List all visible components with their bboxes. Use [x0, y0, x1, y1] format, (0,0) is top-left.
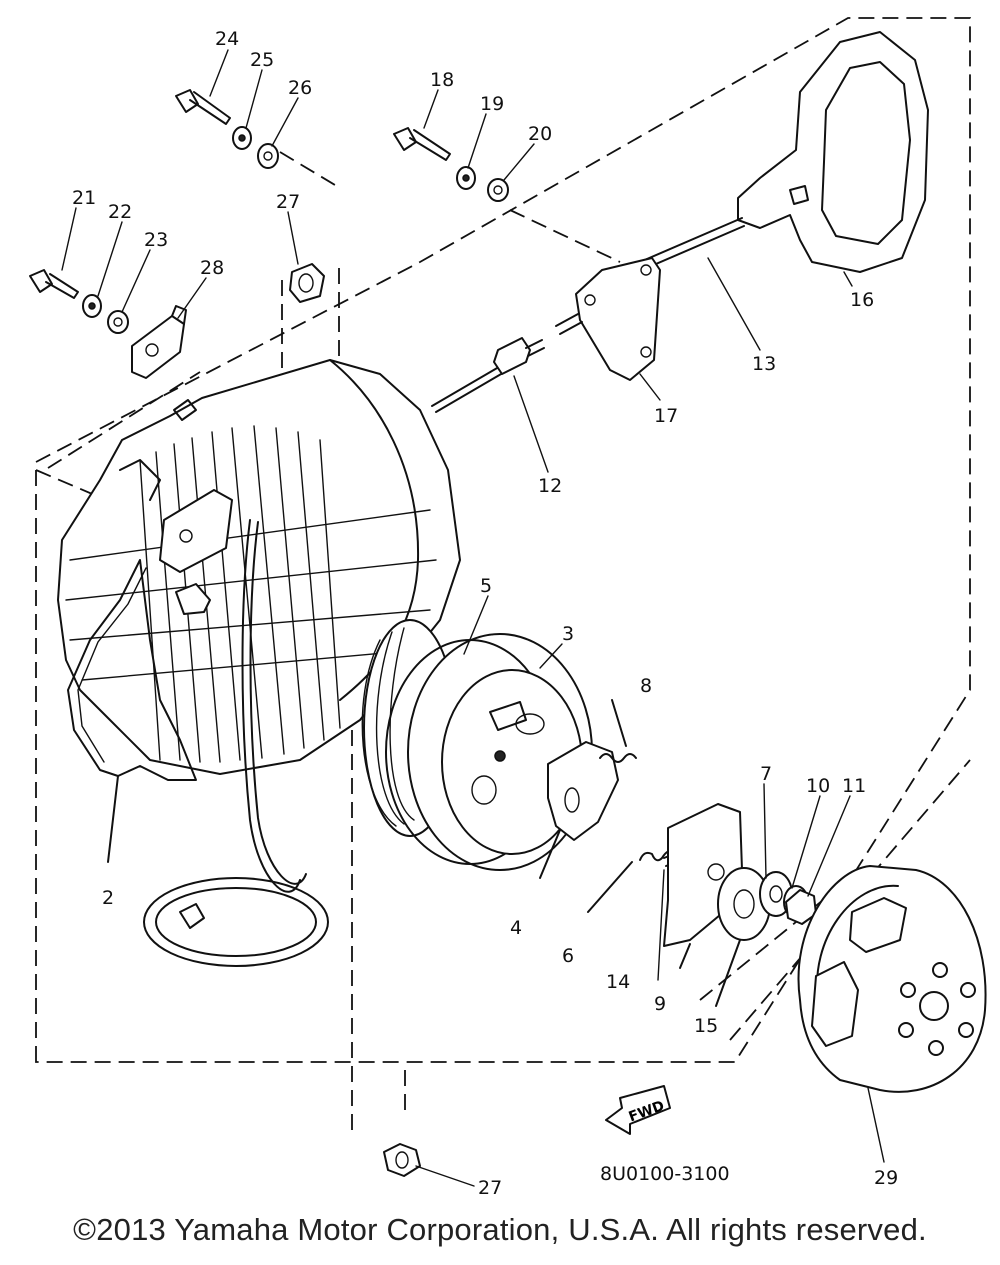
- callout-8: 8: [640, 675, 652, 697]
- bolt-18: [393, 127, 451, 161]
- callout-15: 15: [694, 1015, 718, 1037]
- starter-pulley-29: [797, 865, 987, 1093]
- stop-switch-wire: [143, 519, 329, 967]
- fwd-arrow-icon: FWD: [605, 1085, 671, 1135]
- callout-28: 28: [200, 257, 224, 279]
- callout-12: 12: [538, 475, 562, 497]
- callout-20: 20: [528, 123, 552, 145]
- washer-20: [487, 178, 509, 202]
- callout-23: 23: [144, 229, 168, 251]
- washer-22: [82, 294, 102, 318]
- spring-8: [599, 699, 637, 763]
- nut-27-bottom: [383, 1143, 421, 1177]
- nut-27-top: [289, 263, 325, 303]
- callout-labels: 24 25 26 18 19 20 21 22 23 27 28 16 13 1…: [72, 28, 898, 1199]
- callout-2: 2: [102, 887, 114, 909]
- callout-29: 29: [874, 1167, 898, 1189]
- rope-guide-17: [555, 257, 661, 381]
- callout-3: 3: [562, 623, 574, 645]
- bolt-21: [29, 269, 79, 299]
- callout-10: 10: [806, 775, 830, 797]
- callout-26: 26: [288, 77, 312, 99]
- callout-21: 21: [72, 187, 96, 209]
- callout-25: 25: [250, 49, 274, 71]
- bracket-28: [131, 305, 187, 379]
- drawing-code: 8U0100-3100: [600, 1163, 730, 1185]
- callout-18: 18: [430, 69, 454, 91]
- callout-13: 13: [752, 353, 776, 375]
- callout-7: 7: [760, 763, 772, 785]
- callout-6: 6: [562, 945, 574, 967]
- rope-13: [639, 217, 745, 271]
- callout-5: 5: [480, 575, 492, 597]
- washer-23: [107, 310, 129, 334]
- callout-22: 22: [108, 201, 132, 223]
- callout-24: 24: [215, 28, 239, 50]
- drum-3: [385, 633, 593, 871]
- washer-19: [456, 166, 476, 190]
- callout-14: 14: [606, 971, 630, 993]
- starter-housing: [57, 359, 461, 775]
- washer-25: [232, 126, 252, 150]
- callout-9: 9: [654, 993, 666, 1015]
- washer-26: [257, 143, 279, 169]
- leader-lines: [61, 49, 885, 1187]
- callout-16: 16: [850, 289, 874, 311]
- gasket-2: [67, 559, 197, 863]
- callout-4: 4: [510, 917, 522, 939]
- callout-27-top: 27: [276, 191, 300, 213]
- handle-16: [737, 31, 929, 273]
- callout-19: 19: [480, 93, 504, 115]
- callout-11: 11: [842, 775, 866, 797]
- callout-27-bottom: 27: [478, 1177, 502, 1199]
- copyright-notice: ©2013 Yamaha Motor Corporation, U.S.A. A…: [73, 1212, 927, 1247]
- pawl-4: [539, 741, 619, 879]
- cable-12: [431, 337, 545, 413]
- bolt-24: [175, 89, 231, 125]
- callout-17: 17: [654, 405, 678, 427]
